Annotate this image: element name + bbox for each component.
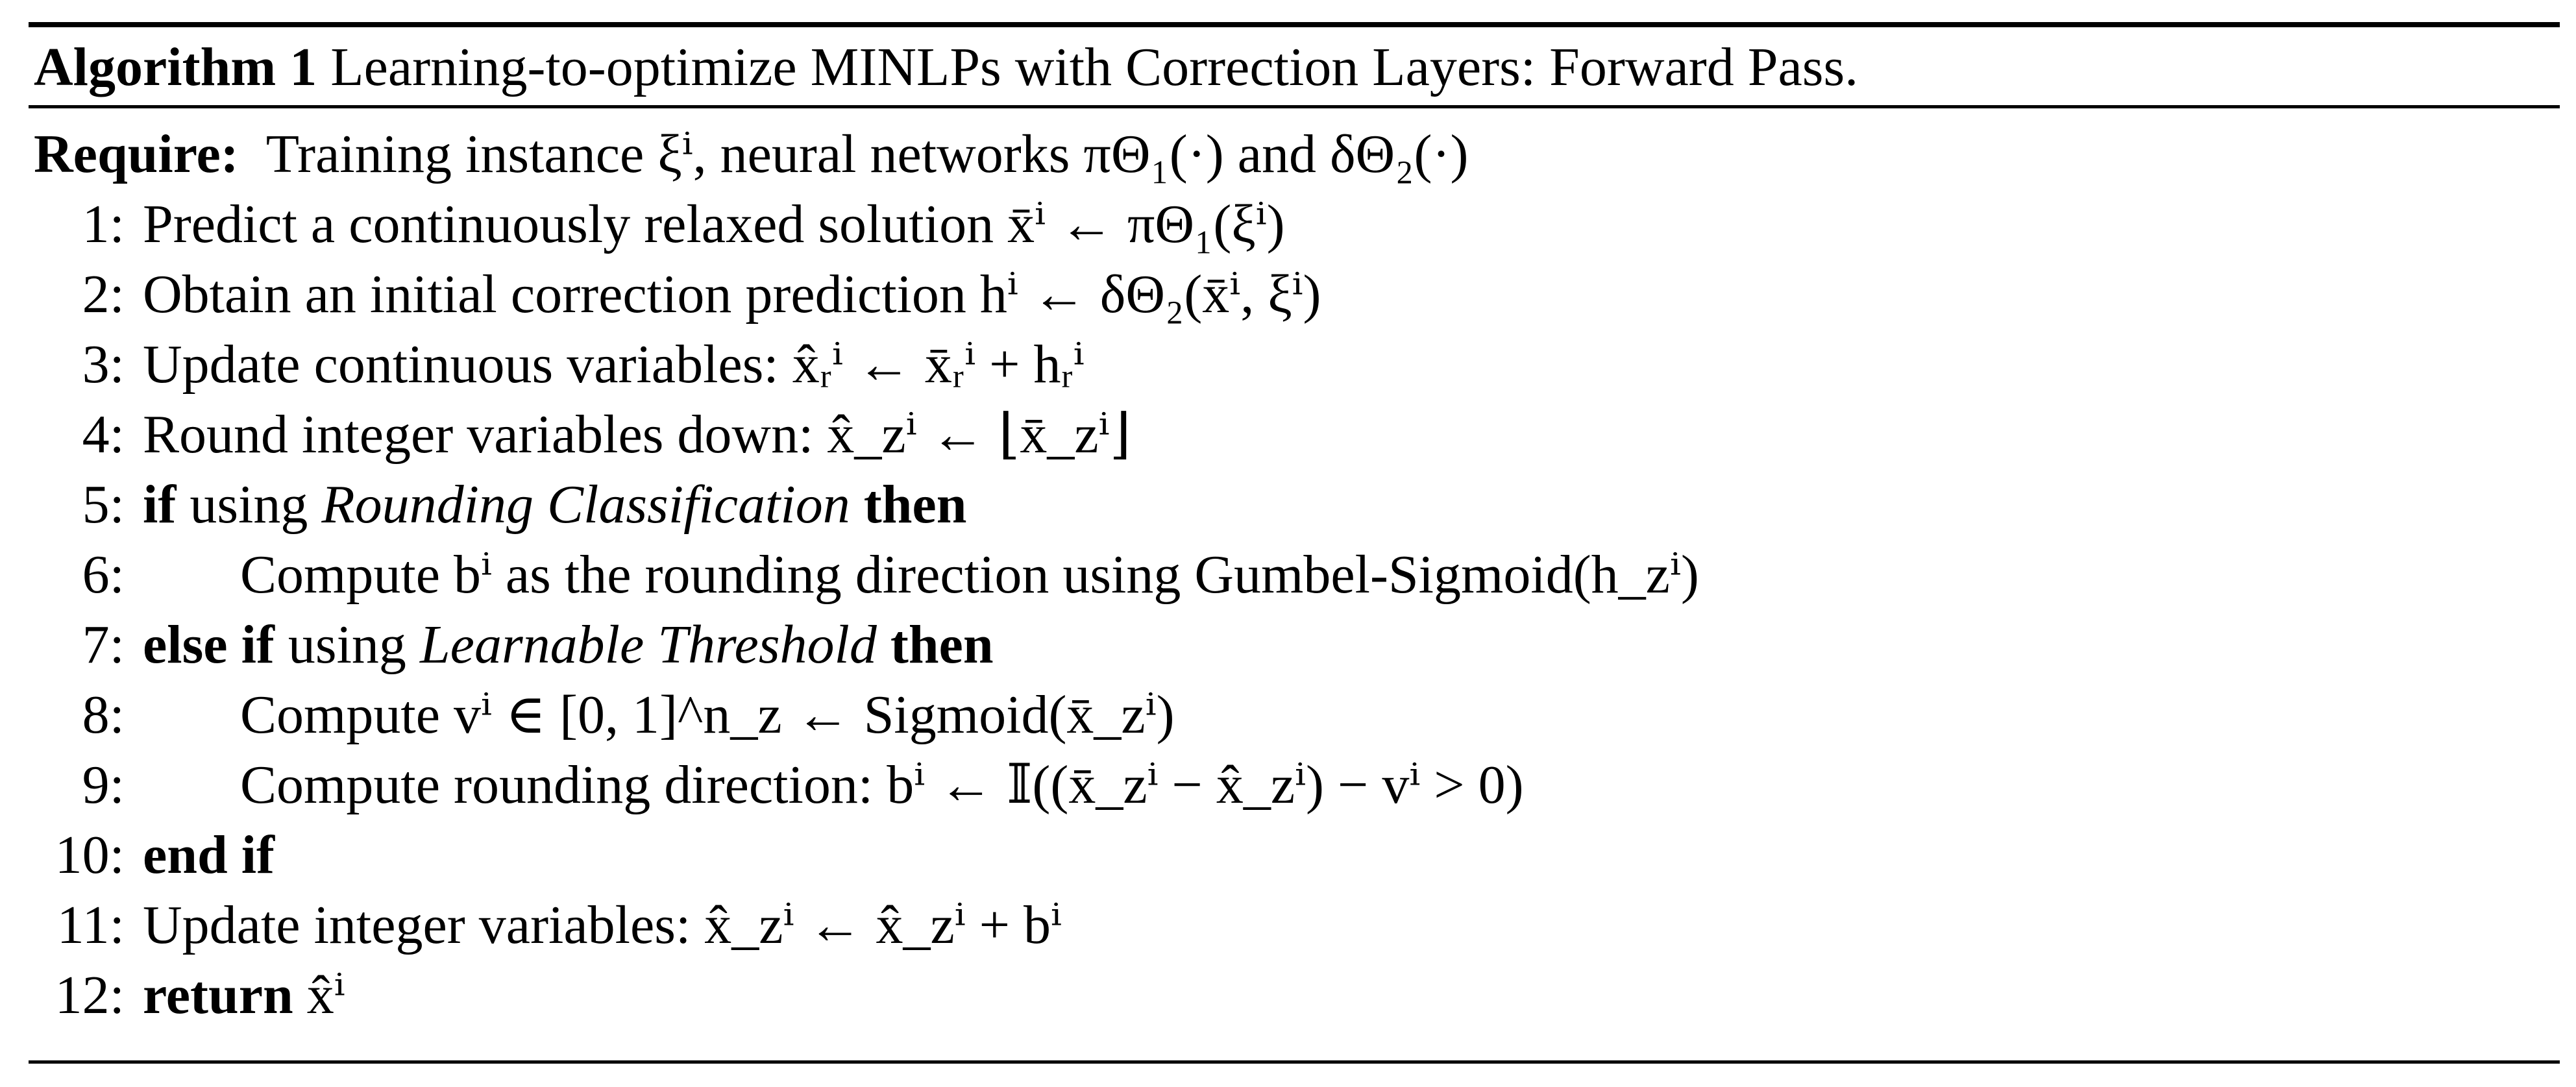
step-number: 1: <box>82 194 125 254</box>
algorithm-title: Algorithm 1 Learning-to-optimize MINLPs … <box>34 35 1858 100</box>
step-number: 2: <box>82 264 125 324</box>
then-keyword: then <box>850 474 967 535</box>
title-rule <box>29 105 2560 108</box>
step-connector: using <box>176 474 322 535</box>
step-number: 5: <box>82 474 125 535</box>
step-text: Predict a continuously relaxed solution … <box>143 194 1285 254</box>
step-number: 11: <box>56 895 125 955</box>
algorithm-title-text: Learning-to-optimize MINLPs with Correct… <box>330 37 1859 97</box>
step-text: Compute rounding direction: bⁱ ← 𝕀((x̄_z… <box>240 755 1524 815</box>
else-if-keyword: else if <box>143 615 275 675</box>
step-number: 9: <box>82 755 125 815</box>
return-value: x̂ⁱ <box>293 965 345 1025</box>
step-text: else if using Learnable Threshold then <box>143 610 994 680</box>
step-text: Round integer variables down: x̂_zⁱ ← ⌊x… <box>143 404 1131 465</box>
step-number: 12: <box>55 965 125 1025</box>
step-text: Update continuous variables: x̂ᵣⁱ ← x̄ᵣⁱ… <box>143 334 1085 395</box>
step-number: 7: <box>82 615 125 675</box>
if-keyword: if <box>143 474 177 535</box>
algorithm-block: Algorithm 1 Learning-to-optimize MINLPs … <box>29 22 2560 1064</box>
require-text: Training instance ξⁱ, neural networks πΘ… <box>265 124 1469 184</box>
method-name: Rounding Classification <box>321 474 850 535</box>
step-text: Compute bⁱ as the rounding direction usi… <box>240 544 1699 605</box>
step-number: 4: <box>82 404 125 465</box>
end-if-keyword: end if <box>143 825 275 885</box>
step-text: if using Rounding Classification then <box>143 470 966 540</box>
return-keyword: return <box>143 965 293 1025</box>
algorithm-label: Algorithm 1 <box>34 37 317 97</box>
require-keyword: Require: <box>34 124 239 184</box>
step-text: return x̂ⁱ <box>143 960 345 1031</box>
bottom-rule <box>29 1060 2560 1064</box>
step-text: Update integer variables: x̂_zⁱ ← x̂_zⁱ … <box>143 895 1062 955</box>
step-number: 8: <box>82 685 125 745</box>
step-connector: using <box>274 615 420 675</box>
step-text: Compute vⁱ ∈ [0, 1]^n_z ← Sigmoid(x̄_zⁱ) <box>240 685 1175 745</box>
method-name: Learnable Threshold <box>419 615 877 675</box>
step-number: 10: <box>55 825 125 885</box>
step-number: 3: <box>82 334 125 395</box>
then-keyword: then <box>876 615 994 675</box>
step-text: Obtain an initial correction prediction … <box>143 264 1321 324</box>
top-rule <box>29 22 2560 27</box>
step-number: 6: <box>82 544 125 605</box>
